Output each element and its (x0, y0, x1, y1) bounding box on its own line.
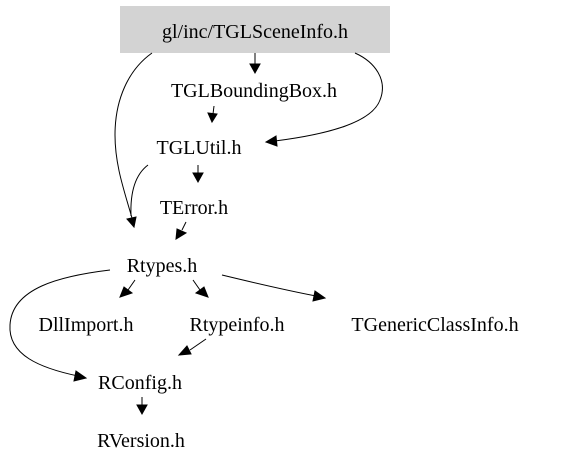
node-tglboundingbox[interactable]: TGLBoundingBox.h (171, 80, 337, 102)
edge-terror-to-rtypes-arrowhead (175, 228, 188, 240)
edge-tglutil-to-rtypes (130, 164, 149, 217)
node-tglutil[interactable]: TGLUtil.h (157, 137, 242, 159)
edge-tglboundingbox-to-tglutil-arrowhead (207, 112, 218, 124)
node-rtypeinfo[interactable]: Rtypeinfo.h (190, 314, 285, 336)
edge-root-to-rtypes (114, 52, 153, 219)
node-dllimport[interactable]: DllImport.h (39, 314, 134, 336)
edge-rtypeinfo-to-rconfig-arrowhead (177, 345, 192, 356)
node-rversion[interactable]: RVersion.h (97, 430, 185, 452)
root-node-box (120, 6, 390, 53)
edge-rtypes-to-rtypeinfo-arrowhead (194, 286, 209, 298)
edge-rtypes-to-rconfig (9, 269, 111, 377)
node-terror[interactable]: TError.h (160, 197, 228, 219)
edge-rtypes-to-tgenericclassinfo (221, 274, 317, 297)
edge-tglboundingbox-to-tglutil (212, 105, 215, 115)
nodes: gl/inc/TGLSceneInfo.h TGLBoundingBox.h T… (39, 21, 519, 452)
edge-rtypes-to-rconfig-arrowhead (73, 370, 88, 382)
edge-terror-to-rtypes (181, 221, 187, 231)
edge-rtypes-to-dllimport (127, 279, 136, 291)
edge-rtypes-to-tgenericclassinfo-arrowhead (312, 290, 327, 302)
edge-rtypeinfo-to-rconfig (189, 338, 207, 351)
node-tglscenegraph-root[interactable]: gl/inc/TGLSceneInfo.h (162, 21, 348, 43)
edge-root-to-tglboundingbox-arrowhead (249, 63, 261, 75)
edge-tglutil-to-terror-arrowhead (192, 172, 204, 184)
edge-root-to-rtypes-arrowhead (126, 216, 137, 229)
edge-rtypes-to-dllimport-arrowhead (119, 286, 134, 298)
edge-root-to-tglutil (274, 52, 383, 142)
node-rtypes[interactable]: Rtypes.h (127, 255, 198, 277)
edge-root-to-tglutil-arrowhead (264, 135, 278, 147)
edges (9, 52, 383, 416)
edge-rtypes-to-rtypeinfo (192, 279, 201, 291)
edge-rconfig-to-rversion-arrowhead (136, 404, 148, 416)
node-rconfig[interactable]: RConfig.h (98, 372, 182, 394)
node-tgenericclassinfo[interactable]: TGenericClassInfo.h (351, 314, 518, 336)
